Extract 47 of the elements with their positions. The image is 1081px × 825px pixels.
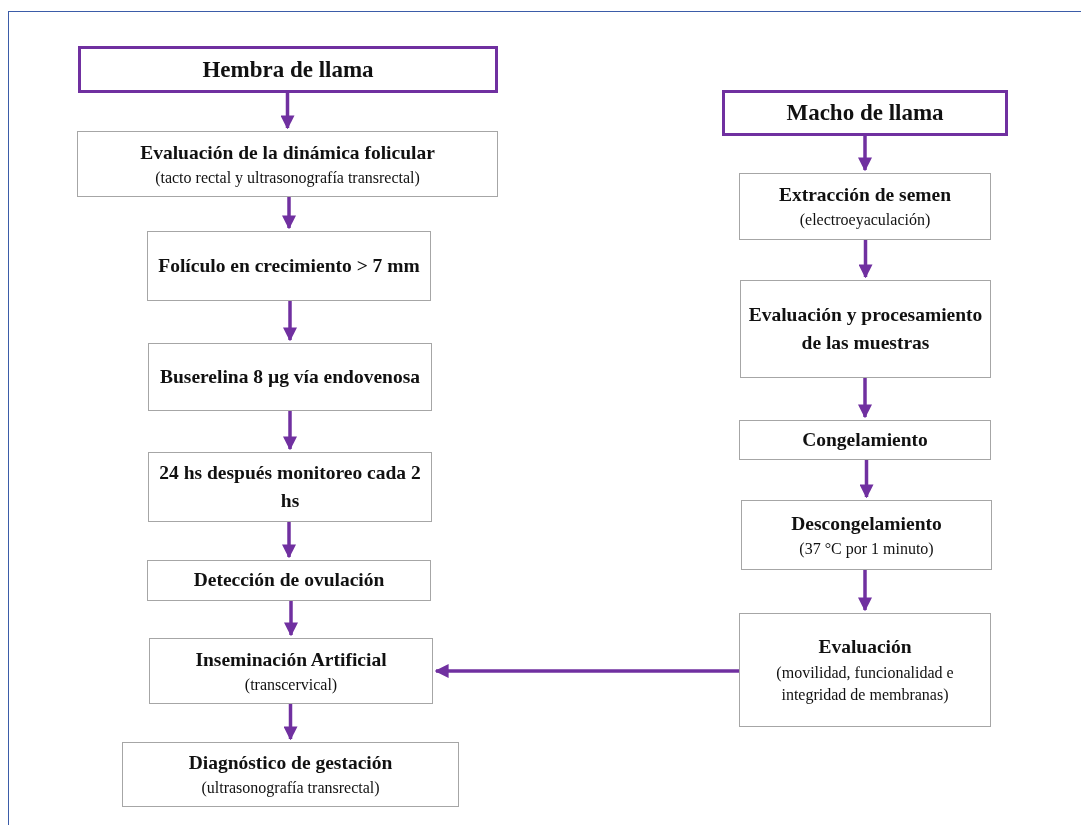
arrow [858,570,872,612]
step-title: Buserelina 8 µg vía endovenosa [159,364,421,389]
arrow [282,522,296,559]
step-title: Evaluación [818,635,912,660]
step-title: Detección de ovulación [193,568,385,593]
step-title: Evaluación y procesamiento de las muestras [747,302,984,355]
step-detail: (ultrasonografía transrectal) [201,778,380,799]
arrow [858,240,873,279]
process-box [739,420,991,460]
step-detail: (tacto rectal y ultrasonografía transrectal) [155,167,420,189]
process-box [149,638,433,704]
arrow [434,664,739,678]
process-box [147,231,431,301]
arrow [858,136,872,172]
arrow [859,460,874,499]
process-box [148,343,432,411]
process-box [147,560,431,601]
step-title: Descongelamiento [791,511,942,536]
step-title: Extracción de semen [778,183,952,208]
step-title: Congelamiento [802,427,928,452]
step-title: Inseminación Artificial [195,647,387,672]
step-detail: (movilidad, funcionalidad e integridad de membranas) [775,662,955,706]
arrow [283,411,297,451]
arrow [283,704,298,741]
arrow [858,378,872,419]
process-box [741,500,992,570]
arrow [283,301,297,342]
step-title: Diagnóstico de gestación [188,751,393,776]
step-title: Hembra de llama [202,55,374,84]
process-box [148,452,432,522]
process-box [739,173,991,240]
step-detail: (transcervical) [244,674,338,696]
step-detail: (37 °C por 1 minuto) [799,538,934,560]
step-title: Evaluación de la dinámica folicular [140,140,435,165]
step-title: Macho de llama [786,99,944,128]
process-box [739,613,991,727]
arrow [280,93,295,130]
step-title: 24 hs después monitoreo cada 2 hs [158,460,422,513]
heading-box [78,46,498,93]
arrow [282,197,296,230]
step-title: Folículo en crecimiento > 7 mm [158,253,420,278]
process-box [740,280,991,378]
process-box [122,742,459,807]
process-box [77,131,498,197]
step-detail: (electroeyaculación) [799,210,931,231]
arrow [284,601,298,637]
heading-box [722,90,1008,136]
